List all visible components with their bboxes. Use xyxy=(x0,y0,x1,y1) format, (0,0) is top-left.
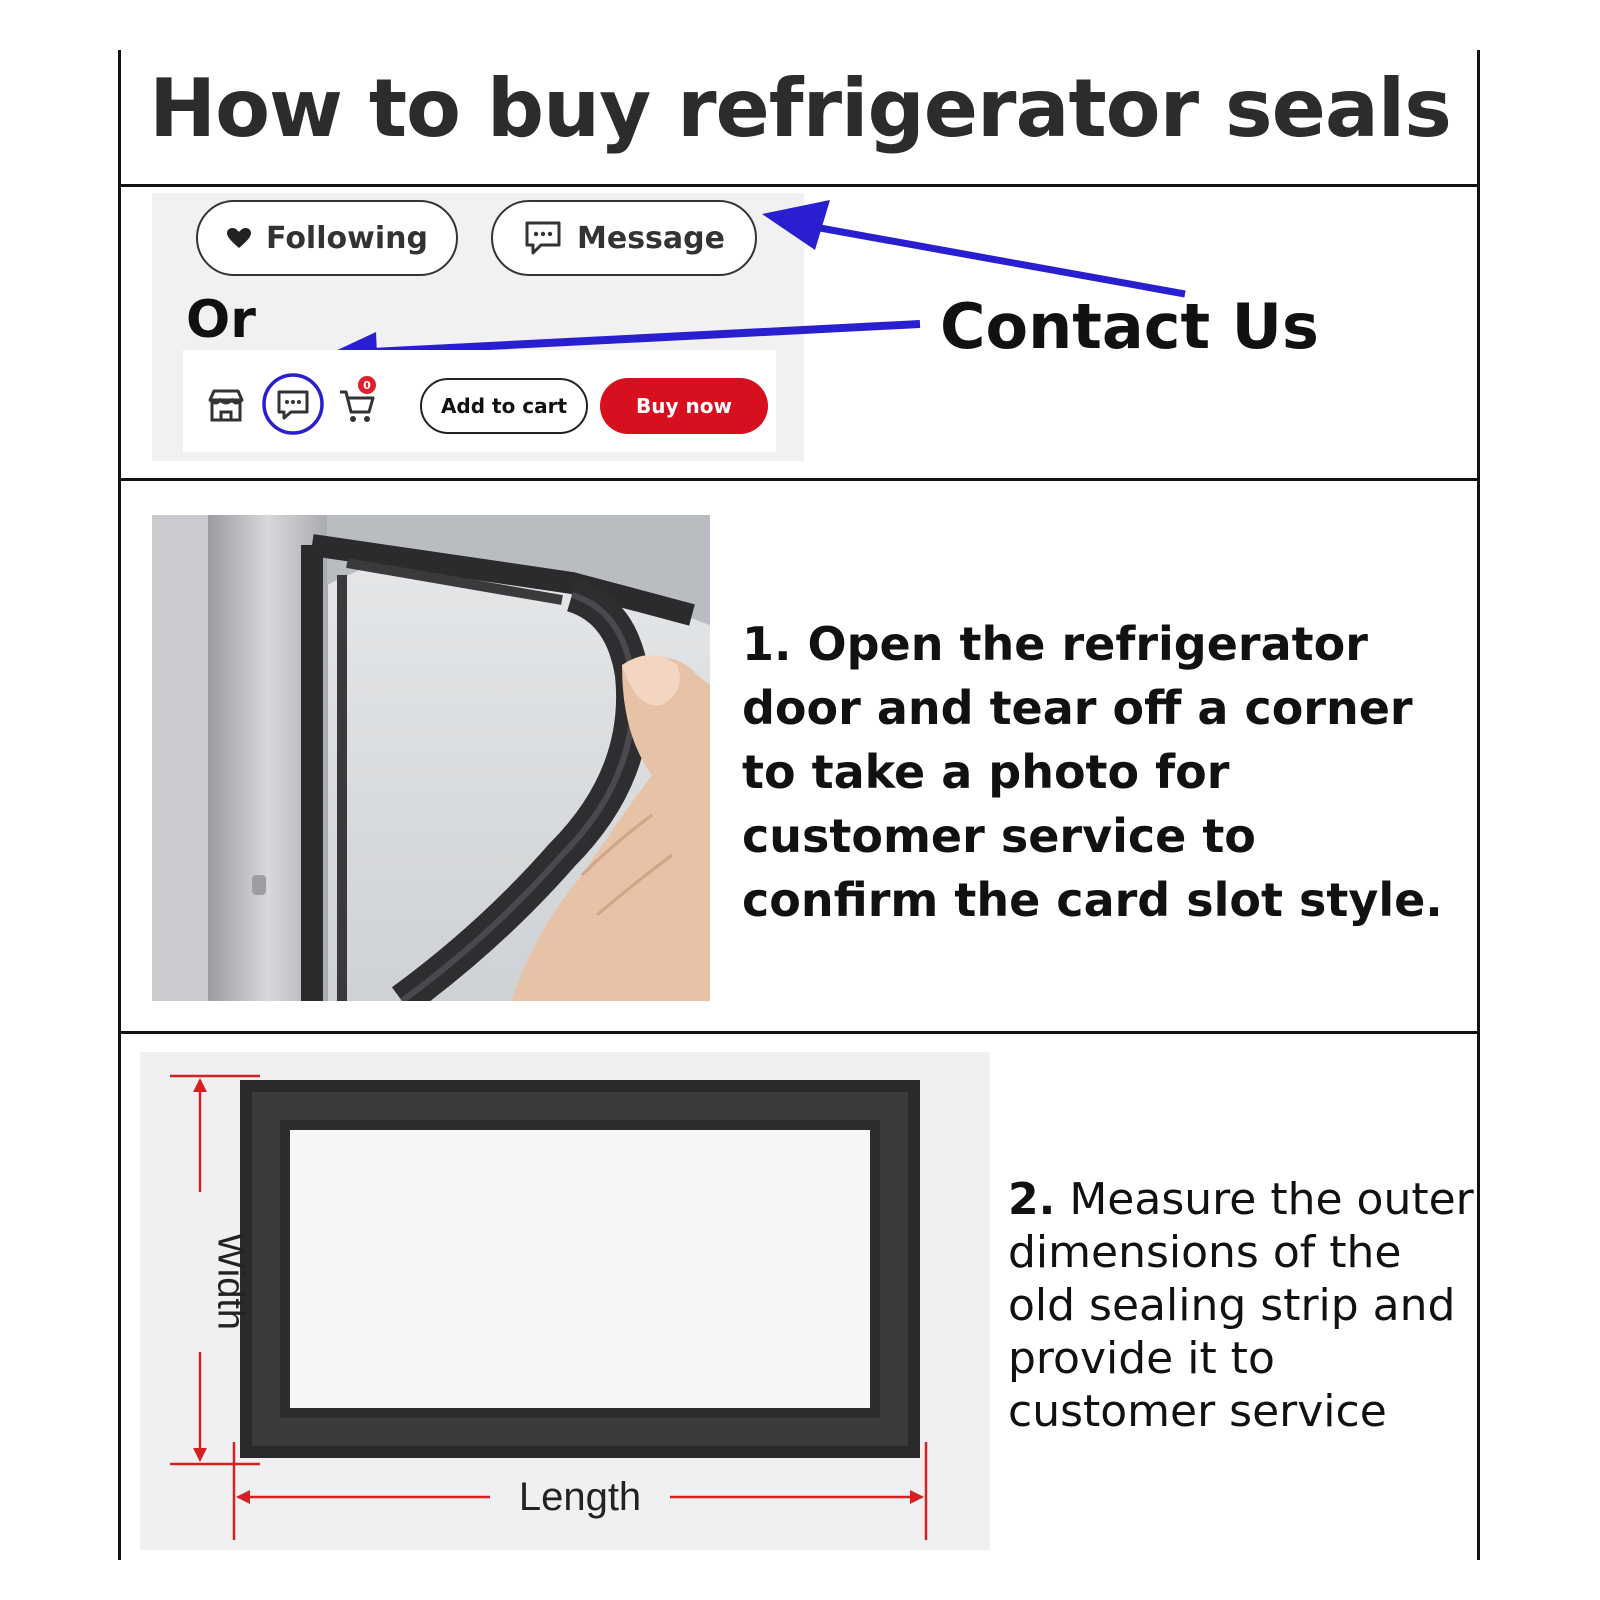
message-button[interactable]: Message xyxy=(491,200,757,276)
following-button[interactable]: Following xyxy=(196,200,458,276)
divider-2 xyxy=(120,478,1480,481)
door-seal-photo xyxy=(152,515,710,1001)
divider-3 xyxy=(120,1031,1480,1034)
page-title: How to buy refrigerator seals xyxy=(149,62,1452,155)
arrow-to-message-button xyxy=(762,200,1186,298)
cart-icon[interactable] xyxy=(338,388,376,424)
heart-icon xyxy=(227,228,252,248)
step-2-instructions: 2. Measure the outer dimensions of the o… xyxy=(1008,1173,1478,1438)
chat-bubble-icon xyxy=(525,221,561,255)
width-label: Width xyxy=(209,1232,252,1331)
step-2-text: Measure the outer dimensions of the old … xyxy=(1008,1174,1474,1437)
cart-count-badge: 0 xyxy=(358,376,376,394)
frame-right-border xyxy=(1477,50,1480,1560)
step-1-instructions: 1. Open the refrigerator door and tear o… xyxy=(742,617,1443,927)
chat-icon[interactable] xyxy=(261,372,325,436)
buy-now-button[interactable]: Buy now xyxy=(600,378,768,434)
length-label: Length xyxy=(518,1475,642,1519)
step-2-number: 2. xyxy=(1008,1174,1056,1225)
seal-frame-drawing xyxy=(170,1074,928,1540)
divider-1 xyxy=(120,184,1480,187)
contact-us-label: Contact Us xyxy=(940,290,1319,363)
message-label: Message xyxy=(577,220,725,256)
following-label: Following xyxy=(266,220,428,256)
or-label: Or xyxy=(186,290,256,350)
add-to-cart-button[interactable]: Add to cart xyxy=(420,378,588,434)
store-icon[interactable] xyxy=(206,386,246,426)
frame-left-border xyxy=(118,50,121,1560)
